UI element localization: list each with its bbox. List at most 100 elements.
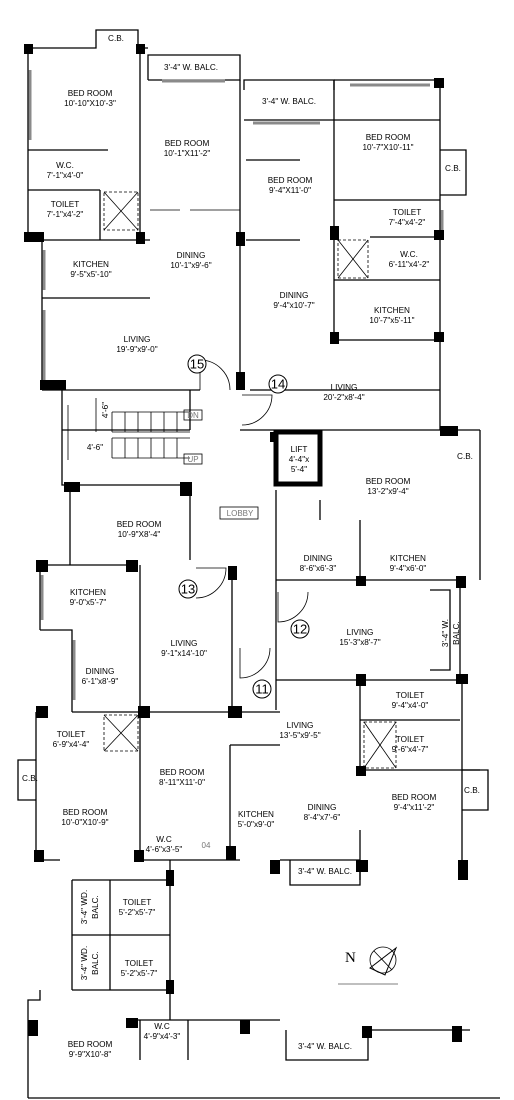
flat-number: 15 bbox=[190, 357, 204, 372]
flat-number-circle bbox=[252, 679, 272, 699]
walls bbox=[17, 29, 500, 1099]
north-label: N bbox=[345, 950, 356, 966]
cupboard-labels: C.B.C.B.C.B.C.B.C.B. bbox=[22, 34, 480, 795]
room-dimension: 10'-9"X8'-4" bbox=[118, 530, 161, 539]
shafts bbox=[103, 191, 397, 769]
room-name: DINING bbox=[304, 554, 333, 563]
flat-number: 11 bbox=[255, 682, 269, 697]
room-name: KITCHEN bbox=[390, 554, 426, 563]
room-name: LIVING bbox=[287, 721, 314, 730]
room-dimension: 4'-9"x4'-3" bbox=[144, 1032, 181, 1041]
room-name: LIVING bbox=[347, 628, 374, 637]
room-name: LIVING bbox=[124, 335, 151, 344]
cupboard-label: C.B. bbox=[445, 164, 461, 173]
room-name: LIFT bbox=[291, 445, 308, 454]
room-name: BED ROOM bbox=[160, 768, 205, 777]
room-dimension: 8'-4"x7'-6" bbox=[304, 813, 341, 822]
room-dimension: 13'-2"x9'-4" bbox=[367, 487, 408, 496]
room-dimension: 10'-7"x5'-11" bbox=[369, 316, 414, 325]
balcony-label: 3'-4" W. bbox=[441, 619, 450, 647]
room-dimension: 5'-4" bbox=[291, 465, 307, 474]
room-dimension: 15'-3"x8'-7" bbox=[339, 638, 380, 647]
balcony-labels: 3'-4" W. BALC.3'-4" W. BALC.3'-4" W.BALC… bbox=[80, 63, 461, 1051]
room-name: DINING bbox=[177, 251, 206, 260]
room-dimension: 9'-1"x14'-10" bbox=[161, 649, 207, 658]
room-name: BED ROOM bbox=[366, 477, 411, 486]
room-dimension: 9'-4"x11'-2" bbox=[394, 803, 435, 812]
room-name: TOILET bbox=[396, 691, 425, 700]
room-name: BED ROOM bbox=[117, 520, 162, 529]
room-name: DINING bbox=[280, 291, 309, 300]
columns bbox=[24, 44, 468, 1042]
room-dimension: 9'-6"x4'-7" bbox=[392, 745, 429, 754]
room-name: BED ROOM bbox=[63, 808, 108, 817]
cupboard-label: C.B. bbox=[108, 34, 124, 43]
room-name: LIVING bbox=[171, 639, 198, 648]
room-dimension: 9'-4"X11'-0" bbox=[269, 186, 311, 195]
room-dimension: 6'-9"x4'-4" bbox=[53, 740, 90, 749]
room-dimension: 4'-6"x3'-5" bbox=[146, 845, 183, 854]
room-dimension: 10'-1"X11'-2" bbox=[164, 149, 211, 158]
room-dimension: 9'-4"x10'-7" bbox=[273, 301, 314, 310]
stair-dim-horizontal: 4'-6" bbox=[87, 443, 103, 452]
room-dimension: 5'-0"x9'-0" bbox=[238, 820, 275, 829]
stair-dn-label: DN bbox=[187, 411, 199, 420]
room-name: TOILET bbox=[396, 735, 425, 744]
room-dimension: 8'-6"x6'-3" bbox=[300, 564, 337, 573]
flat-number: 14 bbox=[271, 377, 285, 392]
room-name: TOILET bbox=[123, 898, 152, 907]
room-name: BED ROOM bbox=[165, 139, 210, 148]
balcony-label: 3'-4" W. BALC. bbox=[262, 97, 316, 106]
flat-number: 12 bbox=[293, 622, 307, 637]
room-dimension: 6'-1"x8'-9" bbox=[82, 677, 119, 686]
room-dimension: 5'-2"x5'-7" bbox=[121, 969, 158, 978]
room-dimension: 20'-2"x8'-4" bbox=[323, 393, 364, 402]
room-dimension: 5'-2"x5'-7" bbox=[119, 908, 156, 917]
room-dimension: 10'-10"X10'-3" bbox=[64, 99, 116, 108]
balcony-label: 3'-4" WD. bbox=[80, 946, 89, 981]
room-name: TOILET bbox=[393, 208, 422, 217]
room-name: BED ROOM bbox=[68, 89, 113, 98]
room-name: W.C bbox=[156, 835, 172, 844]
balcony-label: BALC. bbox=[452, 621, 461, 645]
balcony-label: 3'-4" W. BALC. bbox=[164, 63, 218, 72]
room-name: LIVING bbox=[331, 383, 358, 392]
room-dimension: 4'-4"x bbox=[289, 455, 309, 464]
room-name: W.C. bbox=[56, 161, 74, 170]
room-name: KITCHEN bbox=[73, 260, 109, 269]
stair-up-label: UP bbox=[187, 455, 198, 464]
stair-dim-vertical: 4'-6" bbox=[101, 402, 110, 418]
room-name: TOILET bbox=[57, 730, 86, 739]
room-name: BED ROOM bbox=[392, 793, 437, 802]
room-name: BED ROOM bbox=[268, 176, 313, 185]
room-dimension: 9'-5"x5'-10" bbox=[70, 270, 111, 279]
room-name: DINING bbox=[86, 667, 115, 676]
room-dimension: 7'-1"x4'-2" bbox=[47, 210, 84, 219]
room-name: TOILET bbox=[125, 959, 154, 968]
room-dimension: 9'-4"x6'-0" bbox=[390, 564, 427, 573]
room-name: W.C bbox=[154, 1022, 170, 1031]
room-dimension: 13'-5"x9'-5" bbox=[279, 731, 320, 740]
room-name: TOILET bbox=[51, 200, 80, 209]
cupboard-label: C.B. bbox=[464, 786, 480, 795]
room-dimension: 8'-11"X11'-0" bbox=[159, 778, 205, 787]
balcony-label: BALC. bbox=[91, 951, 100, 975]
balcony-label: BALC. bbox=[91, 895, 100, 919]
staircase: 4'-6" 4'-6" DN UP bbox=[67, 398, 203, 465]
room-dimension: 9'-9"X10'-8" bbox=[69, 1050, 112, 1059]
flat-number-circle bbox=[187, 354, 207, 374]
cupboard-label: C.B. bbox=[22, 774, 38, 783]
room-dimension: 10'-0"X10'-9" bbox=[61, 818, 108, 827]
room-name: KITCHEN bbox=[70, 588, 106, 597]
wc-tag: 04 bbox=[202, 841, 211, 850]
room-dimension: 6'-11"x4'-2" bbox=[389, 260, 430, 269]
room-dimension: 9'-4"x4'-0" bbox=[392, 701, 429, 710]
room-dimension: 19'-9"x9'-0" bbox=[116, 345, 157, 354]
flat-number-circle bbox=[290, 619, 310, 639]
flat-number-circle bbox=[178, 579, 198, 599]
north-arrow-icon: N bbox=[338, 946, 398, 985]
room-dimension: 7'-4"x4'-2" bbox=[389, 218, 426, 227]
